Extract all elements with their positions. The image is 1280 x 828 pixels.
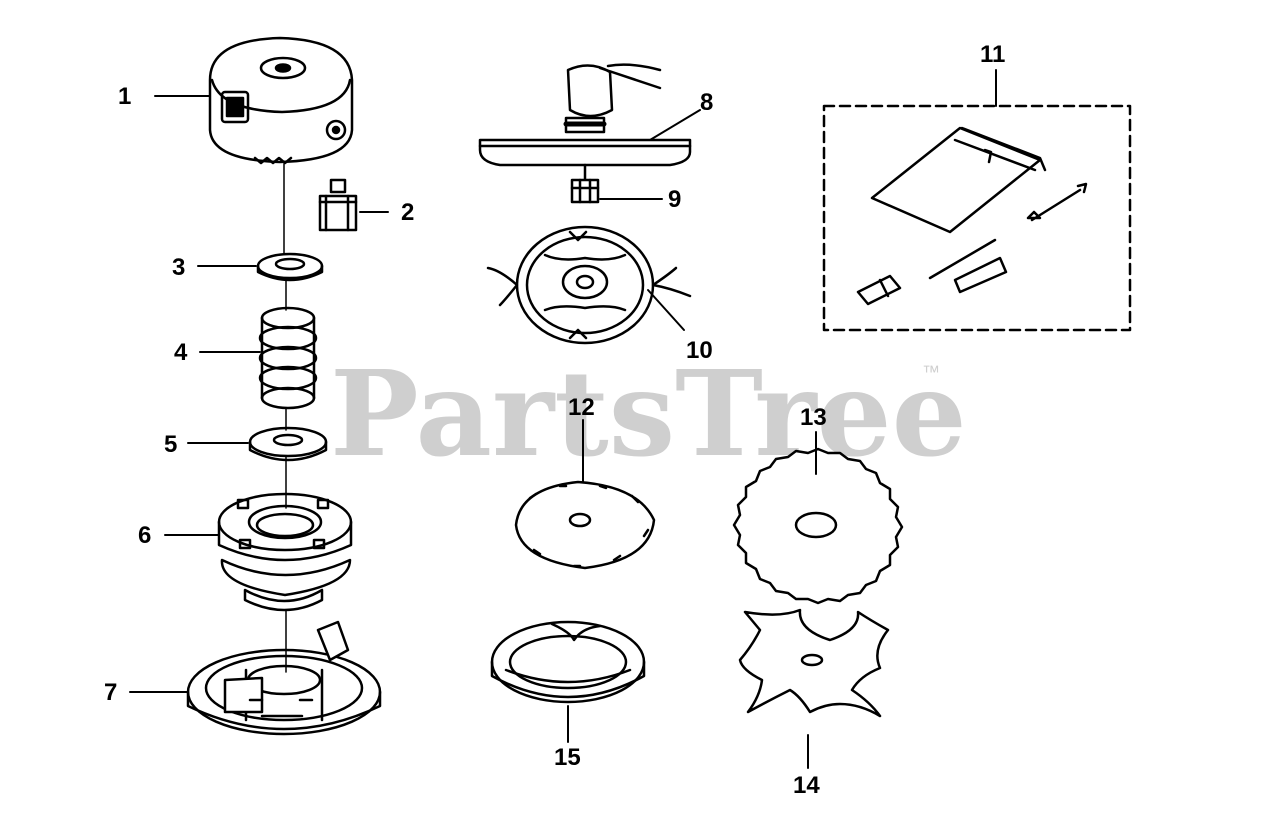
watermark: PartsTree [330,344,967,483]
part-3-washer[interactable] [256,252,324,282]
callout-14: 14 [793,772,820,799]
part-10-blade-head[interactable] [486,225,692,345]
part-8-shield[interactable] [478,63,692,182]
callout-6: 6 [138,522,151,549]
part-12-carbide-blade[interactable] [514,480,656,570]
part-15-retainer[interactable] [490,620,646,704]
callout-10: 10 [686,337,713,364]
callout-12: 12 [568,394,595,421]
callout-8: 8 [700,89,713,116]
part-2-bolt[interactable] [318,178,358,232]
watermark-trademark: ™ [922,362,940,382]
part-14-four-point-blade[interactable] [738,608,890,718]
part-4-spring[interactable] [258,306,318,410]
callout-7: 7 [104,679,117,706]
callout-4: 4 [174,339,188,366]
part-7-spool-housing[interactable] [186,620,382,736]
part-11-tool-kit[interactable] [822,104,1132,332]
part-6-spool[interactable] [217,492,353,612]
part-9-nut[interactable] [570,178,600,204]
callout-11: 11 [980,41,1005,68]
callout-5: 5 [164,431,177,458]
part-13-saw-blade[interactable] [732,447,904,605]
part-5-washer[interactable] [248,426,328,462]
callout-2: 2 [401,199,414,226]
callouts: 1 2 3 4 5 6 7 8 9 10 11 12 13 14 15 [104,41,1005,799]
callout-15: 15 [554,744,581,771]
callout-9: 9 [668,186,681,213]
part-1-head-cover[interactable] [208,36,354,165]
callout-13: 13 [800,404,827,431]
leader-lines [129,69,997,769]
callout-3: 3 [172,254,185,281]
callout-1: 1 [118,83,131,110]
